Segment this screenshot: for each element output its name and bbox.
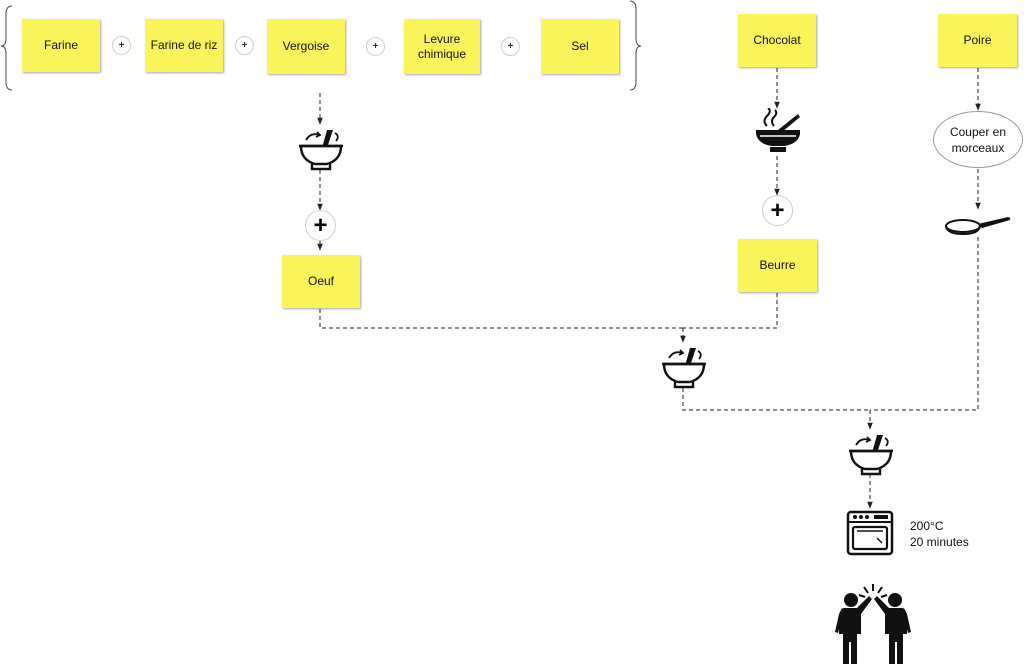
left-brace [0, 5, 13, 91]
note-levure-chimique: Levure chimique [404, 19, 480, 74]
note-oeuf: Oeuf [282, 255, 360, 308]
note-farine: Farine [22, 19, 100, 72]
plus-operator-large: + [762, 195, 793, 226]
note-vergoise: Vergoise [267, 19, 345, 74]
note-beurre: Beurre [738, 239, 817, 292]
note-chocolat: Chocolat [738, 14, 816, 67]
oven-temperature: 200°C [910, 519, 944, 533]
plus-operator: + [112, 36, 131, 55]
oven-duration: 20 minutes [910, 535, 969, 549]
oven-settings: 200°C 20 minutes [910, 518, 969, 550]
connector-beurre-merge [683, 293, 778, 329]
plus-operator: + [366, 37, 385, 56]
connector-pan-final [870, 237, 979, 411]
right-brace [629, 0, 642, 91]
frying-pan-icon [945, 217, 1011, 236]
note-poire: Poire [938, 14, 1017, 67]
connector-oeuf-merge [319, 309, 683, 329]
connector-bowl-final [682, 388, 870, 411]
high-five-icon [835, 584, 911, 664]
note-sel: Sel [541, 19, 619, 74]
melting-bowl-icon [756, 108, 800, 152]
mixing-bowl-icon [662, 348, 706, 389]
plus-operator: + [501, 37, 520, 56]
plus-operator: + [235, 36, 254, 55]
step-couper-en-morceaux: Couper en morceaux [933, 111, 1023, 168]
mixing-bowl-icon [849, 435, 893, 476]
plus-operator-large: + [305, 210, 336, 241]
note-farine-de-riz: Farine de riz [145, 19, 223, 72]
mixing-bowl-icon [299, 130, 343, 171]
oven-icon [846, 510, 894, 556]
